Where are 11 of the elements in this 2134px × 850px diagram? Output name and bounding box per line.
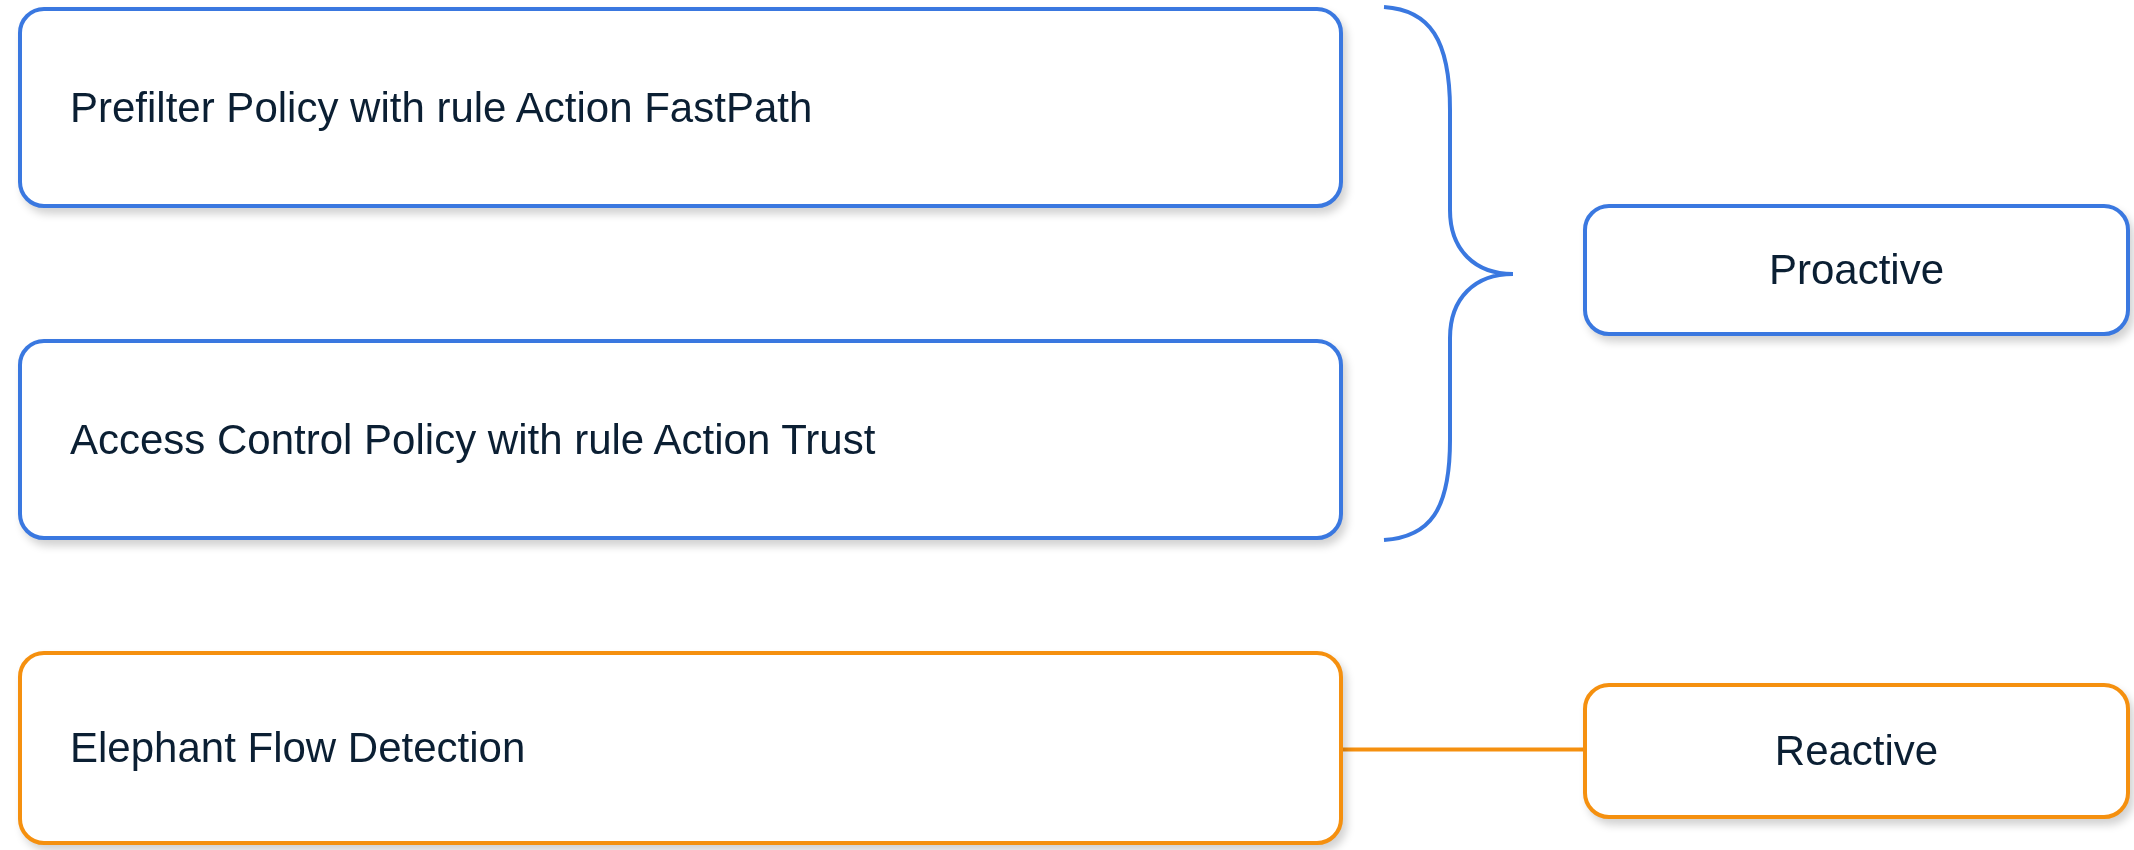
category-box: [1583, 204, 2130, 336]
node-label: Elephant Flow Detection: [70, 724, 526, 772]
node-label: Access Control Policy with rule Action Trust: [70, 415, 876, 464]
connector-line: [1343, 747, 1583, 752]
policy-box: [18, 7, 1343, 208]
category-box: [1583, 683, 2130, 819]
detection-box: [18, 651, 1343, 845]
node-label: Prefilter Policy with rule Action FastPath: [70, 83, 813, 132]
node-label: Proactive: [1768, 246, 1945, 294]
policy-box: [18, 339, 1343, 540]
node-label: Reactive: [1774, 727, 1939, 775]
